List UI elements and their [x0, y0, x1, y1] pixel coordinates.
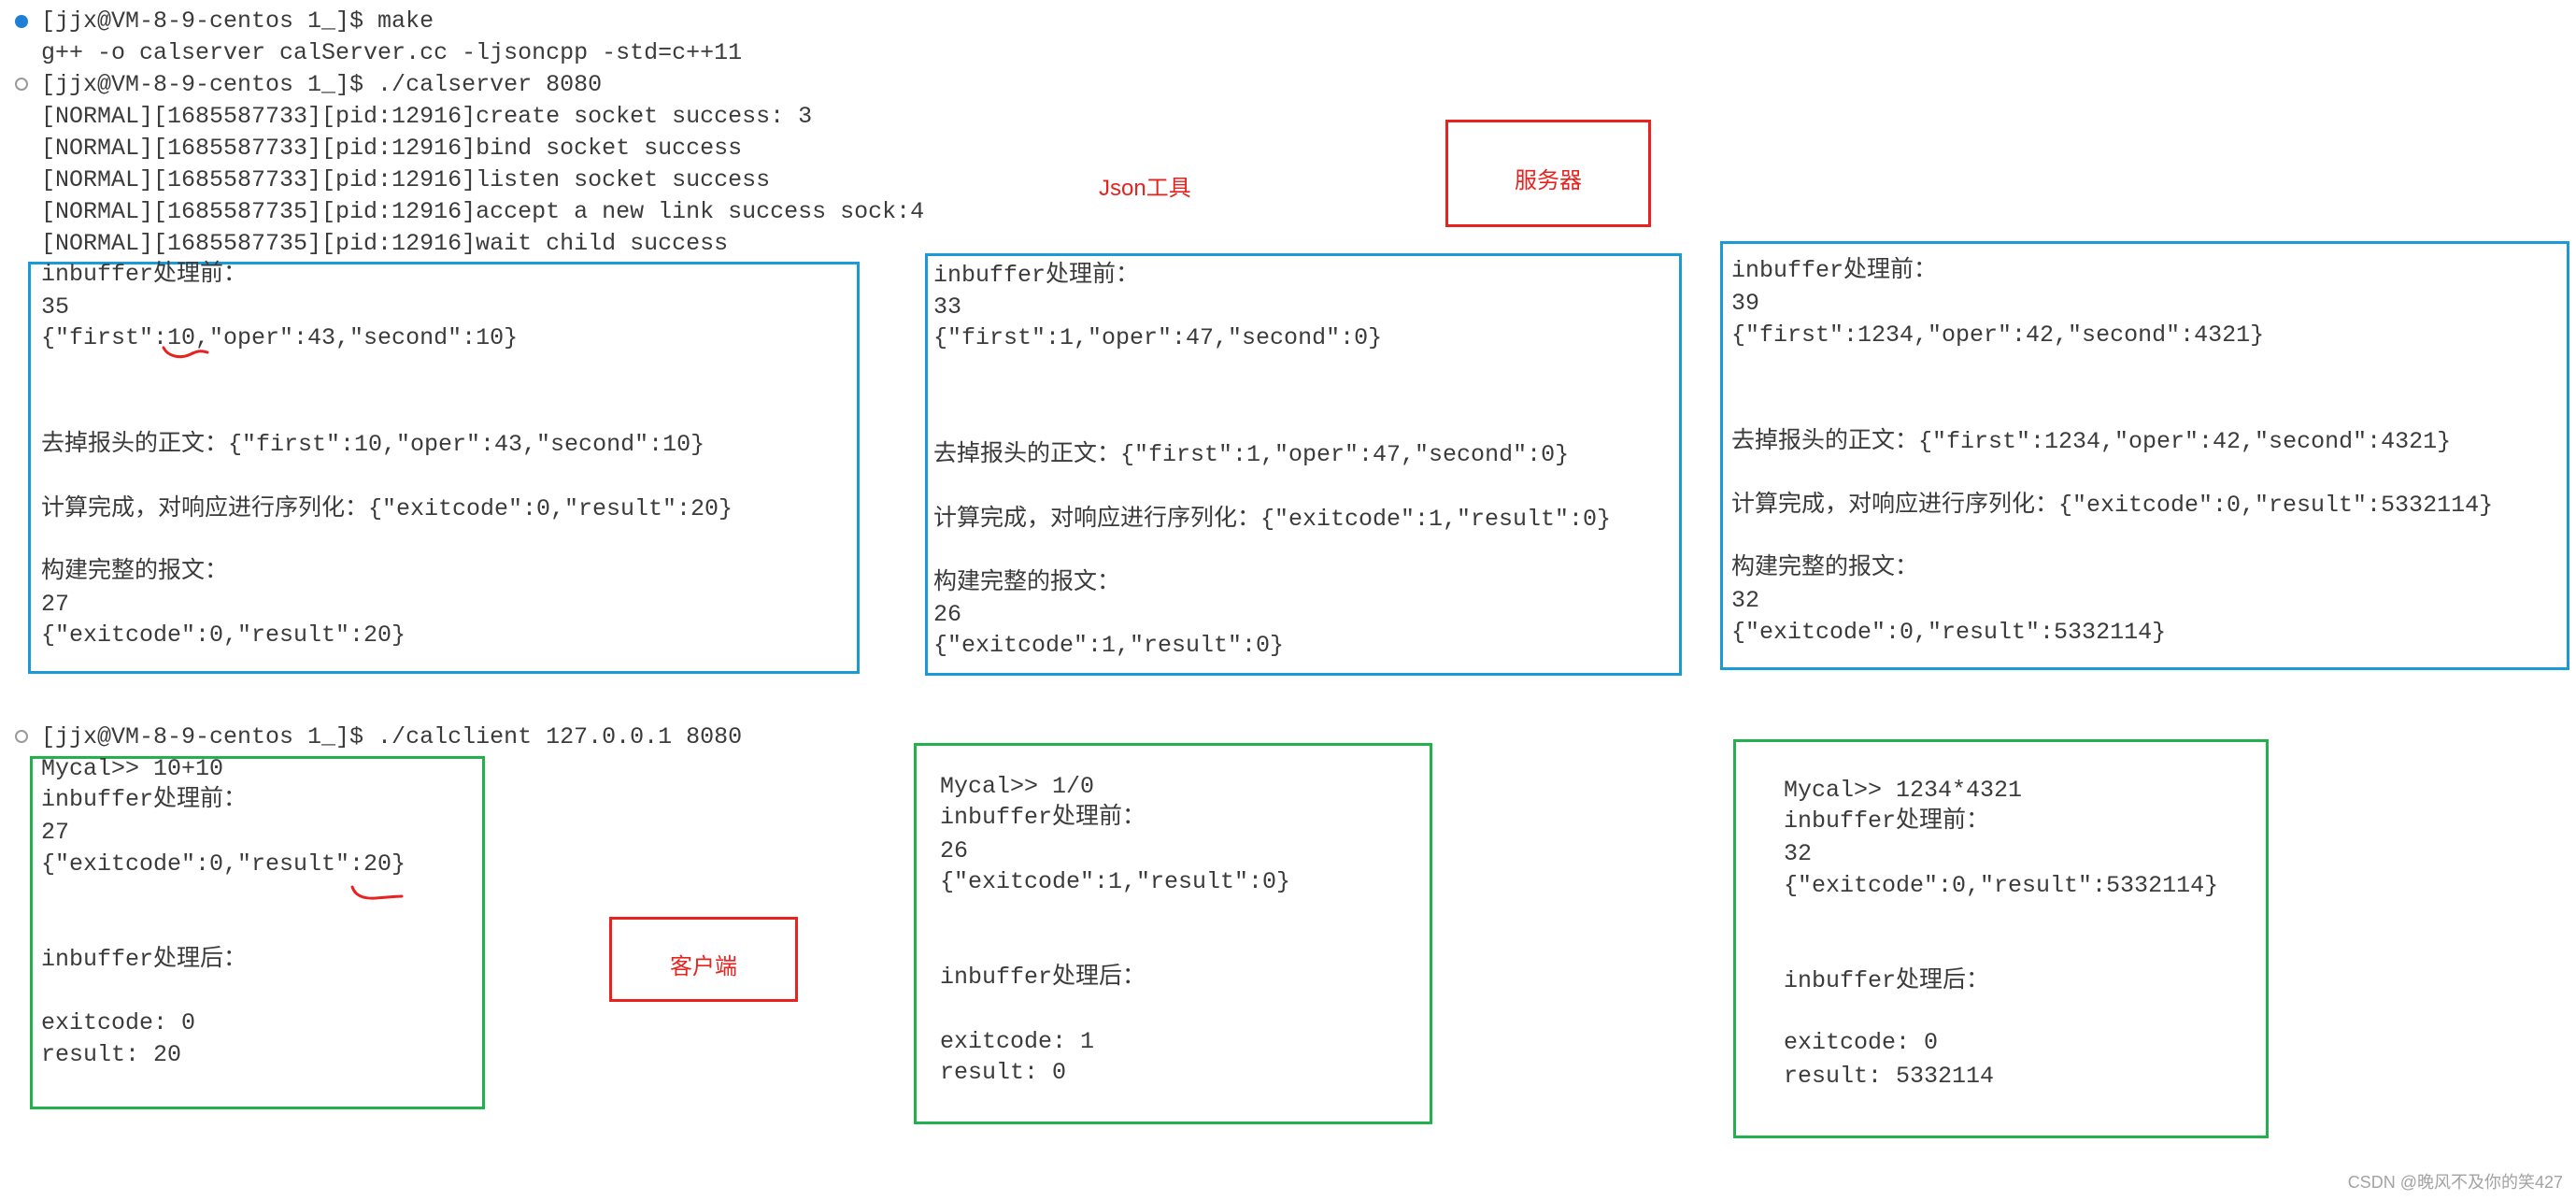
terminal-command-line: [jjx@VM-8-9-centos 1_]$ ./calserver 8080 — [41, 71, 603, 98]
client-log-box: Mycal>> 10+10 inbuffer处理前： 27 {"exitcode… — [30, 755, 485, 1109]
log-line: 33 — [933, 293, 962, 321]
log-line: 计算完成，对响应进行序列化：{"exitcode":0,"result":533… — [1731, 492, 2494, 519]
log-line: 去掉报头的正文：{"first":10,"oper":43,"second":1… — [41, 431, 705, 458]
log-line: Mycal>> 1/0 — [940, 773, 1095, 800]
log-line: 构建完整的报文： — [1731, 554, 1919, 581]
terminal-output-line: [NORMAL][1685587733][pid:12916]create so… — [41, 103, 813, 130]
log-line: inbuffer处理前： — [41, 786, 248, 813]
log-line: {"exitcode":1,"result":0} — [940, 868, 1291, 895]
log-line: 计算完成，对响应进行序列化：{"exitcode":0,"result":20} — [41, 495, 733, 522]
server-log-box: inbuffer处理前： 39 {"first":1234,"oper":42,… — [1720, 241, 2569, 670]
log-line: 39 — [1731, 290, 1760, 317]
log-line: inbuffer处理后： — [41, 946, 248, 973]
client-terminal-output: [jjx@VM-8-9-centos 1_]$ ./calclient 127.… — [41, 721, 742, 753]
log-line: inbuffer处理后： — [1784, 967, 1990, 994]
log-line: inbuffer处理前： — [933, 262, 1140, 289]
terminal-output-line: [NORMAL][1685587733][pid:12916]bind sock… — [41, 135, 743, 162]
log-line: {"exitcode":0,"result":20} — [41, 850, 406, 878]
terminal-output-line: [NORMAL][1685587733][pid:12916]listen so… — [41, 166, 771, 193]
server-terminal-output: [jjx@VM-8-9-centos 1_]$ make g++ -o cals… — [41, 6, 924, 260]
watermark: CSDN @晚风不及你的笑427 — [2347, 1173, 2563, 1192]
log-line: result: 5332114 — [1784, 1063, 1995, 1090]
client-label-box: 客户端 — [609, 917, 798, 1002]
terminal-command-line: [jjx@VM-8-9-centos 1_]$ make — [41, 7, 434, 35]
log-line: inbuffer处理前： — [1731, 257, 1938, 284]
log-line: 26 — [933, 601, 962, 628]
log-line: inbuffer处理后： — [940, 964, 1146, 991]
server-log-box: inbuffer处理前： 33 {"first":1,"oper":47,"se… — [925, 253, 1682, 676]
json-tool-label: Json工具 — [1099, 176, 1191, 201]
command-dot-icon[interactable] — [15, 78, 28, 91]
red-underline-mark — [350, 885, 404, 900]
log-line: result: 0 — [940, 1059, 1067, 1086]
server-log-box: inbuffer处理前： 35 {"first":10,"oper":43,"s… — [28, 261, 860, 674]
log-line: exitcode: 1 — [940, 1028, 1095, 1055]
log-line: {"first":10,"oper":43,"second":10} — [41, 324, 519, 351]
log-line: inbuffer处理前： — [41, 261, 248, 288]
log-line: exitcode: 0 — [41, 1009, 196, 1036]
server-label: 服务器 — [1515, 168, 1582, 193]
log-line: {"exitcode":0,"result":5332114} — [1784, 872, 2219, 899]
log-line: 构建完整的报文： — [933, 569, 1121, 596]
log-line: {"exitcode":0,"result":20} — [41, 621, 406, 649]
log-line: {"exitcode":1,"result":0} — [933, 632, 1285, 659]
client-log-box: Mycal>> 1234*4321 inbuffer处理前： 32 {"exit… — [1733, 739, 2269, 1138]
client-label: 客户端 — [670, 954, 737, 979]
log-line: inbuffer处理前： — [1784, 807, 1990, 835]
log-line: 32 — [1784, 840, 1813, 867]
command-success-dot-icon[interactable] — [15, 15, 28, 28]
log-line: result: 20 — [41, 1041, 182, 1068]
log-line: 去掉报头的正文：{"first":1,"oper":47,"second":0} — [933, 441, 1570, 468]
log-line: 27 — [41, 819, 70, 846]
log-line: {"exitcode":0,"result":5332114} — [1731, 619, 2167, 646]
log-line: 35 — [41, 293, 70, 321]
server-label-box: 服务器 — [1445, 120, 1651, 227]
log-line: {"first":1234,"oper":42,"second":4321} — [1731, 321, 2265, 349]
log-line: 去掉报头的正文：{"first":1234,"oper":42,"second"… — [1731, 428, 2452, 455]
terminal-output-line: g++ -o calserver calServer.cc -ljsoncpp … — [41, 39, 743, 66]
red-underline-mark — [162, 346, 209, 359]
terminal-output-line: [NORMAL][1685587735][pid:12916]wait chil… — [41, 230, 729, 257]
log-line: Mycal>> 1234*4321 — [1784, 777, 2023, 804]
log-line: 计算完成，对响应进行序列化：{"exitcode":1,"result":0} — [933, 506, 1612, 533]
log-line: 32 — [1731, 587, 1760, 614]
log-line: Mycal>> 10+10 — [41, 755, 224, 782]
log-line: {"first":1,"oper":47,"second":0} — [933, 324, 1383, 351]
client-log-box: Mycal>> 1/0 inbuffer处理前： 26 {"exitcode":… — [914, 743, 1432, 1124]
command-dot-icon[interactable] — [15, 730, 28, 743]
terminal-output-line: [NORMAL][1685587735][pid:12916]accept a … — [41, 198, 925, 225]
terminal-command-line: [jjx@VM-8-9-centos 1_]$ ./calclient 127.… — [41, 723, 743, 750]
log-line: exitcode: 0 — [1784, 1029, 1939, 1056]
log-line: 构建完整的报文： — [41, 558, 229, 585]
log-line: 27 — [41, 591, 70, 618]
log-line: 26 — [940, 837, 969, 864]
log-line: inbuffer处理前： — [940, 804, 1146, 831]
